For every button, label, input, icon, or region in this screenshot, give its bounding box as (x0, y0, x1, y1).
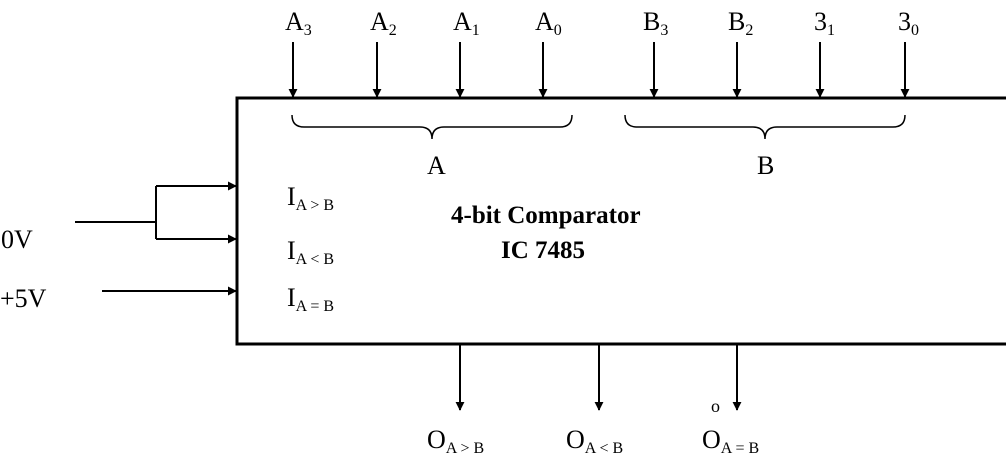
cascade-a-gt-b: IA > B (287, 182, 334, 214)
pin-a3: A3 (285, 7, 312, 39)
output-arrows (455, 345, 742, 411)
chip-body (235, 96, 1006, 346)
chip-title-line2: IC 7485 (501, 237, 585, 264)
output-a-gt-b: OA > B (427, 425, 484, 457)
cascade-a-eq-b: IA = B (287, 283, 334, 315)
small-circle-mark: o (711, 396, 720, 416)
b-pin-labels: B3 B2 31 30 (643, 7, 919, 39)
pin-b3: B3 (643, 7, 668, 39)
pin-a2: A2 (370, 7, 397, 39)
pin-a0: A0 (535, 7, 562, 39)
a-input-arrows (288, 42, 548, 98)
group-label-b: B (757, 151, 774, 180)
cascade-a-lt-b: IA < B (287, 236, 334, 268)
output-labels: OA > B OA < B OA = B (427, 425, 759, 457)
output-a-eq-b: OA = B (702, 425, 759, 457)
b-input-arrows (649, 42, 910, 98)
brace-a (291, 114, 573, 140)
output-a-lt-b: OA < B (566, 425, 623, 457)
plus-five-label: +5V (0, 284, 47, 313)
chip-title-line1: 4-bit Comparator (451, 202, 641, 229)
a-pin-labels: A3 A2 A1 A0 (285, 7, 562, 39)
pin-a1: A1 (453, 7, 480, 39)
pin-b0: 30 (898, 7, 919, 39)
brace-b (624, 114, 906, 140)
pin-b1: 31 (814, 7, 835, 39)
zero-volt-wiring (75, 181, 237, 244)
cascade-labels: IA > B IA < B IA = B (287, 182, 334, 315)
zero-volt-label: 0V (1, 225, 33, 254)
group-label-a: A (427, 151, 446, 180)
pin-b2: B2 (728, 7, 753, 39)
